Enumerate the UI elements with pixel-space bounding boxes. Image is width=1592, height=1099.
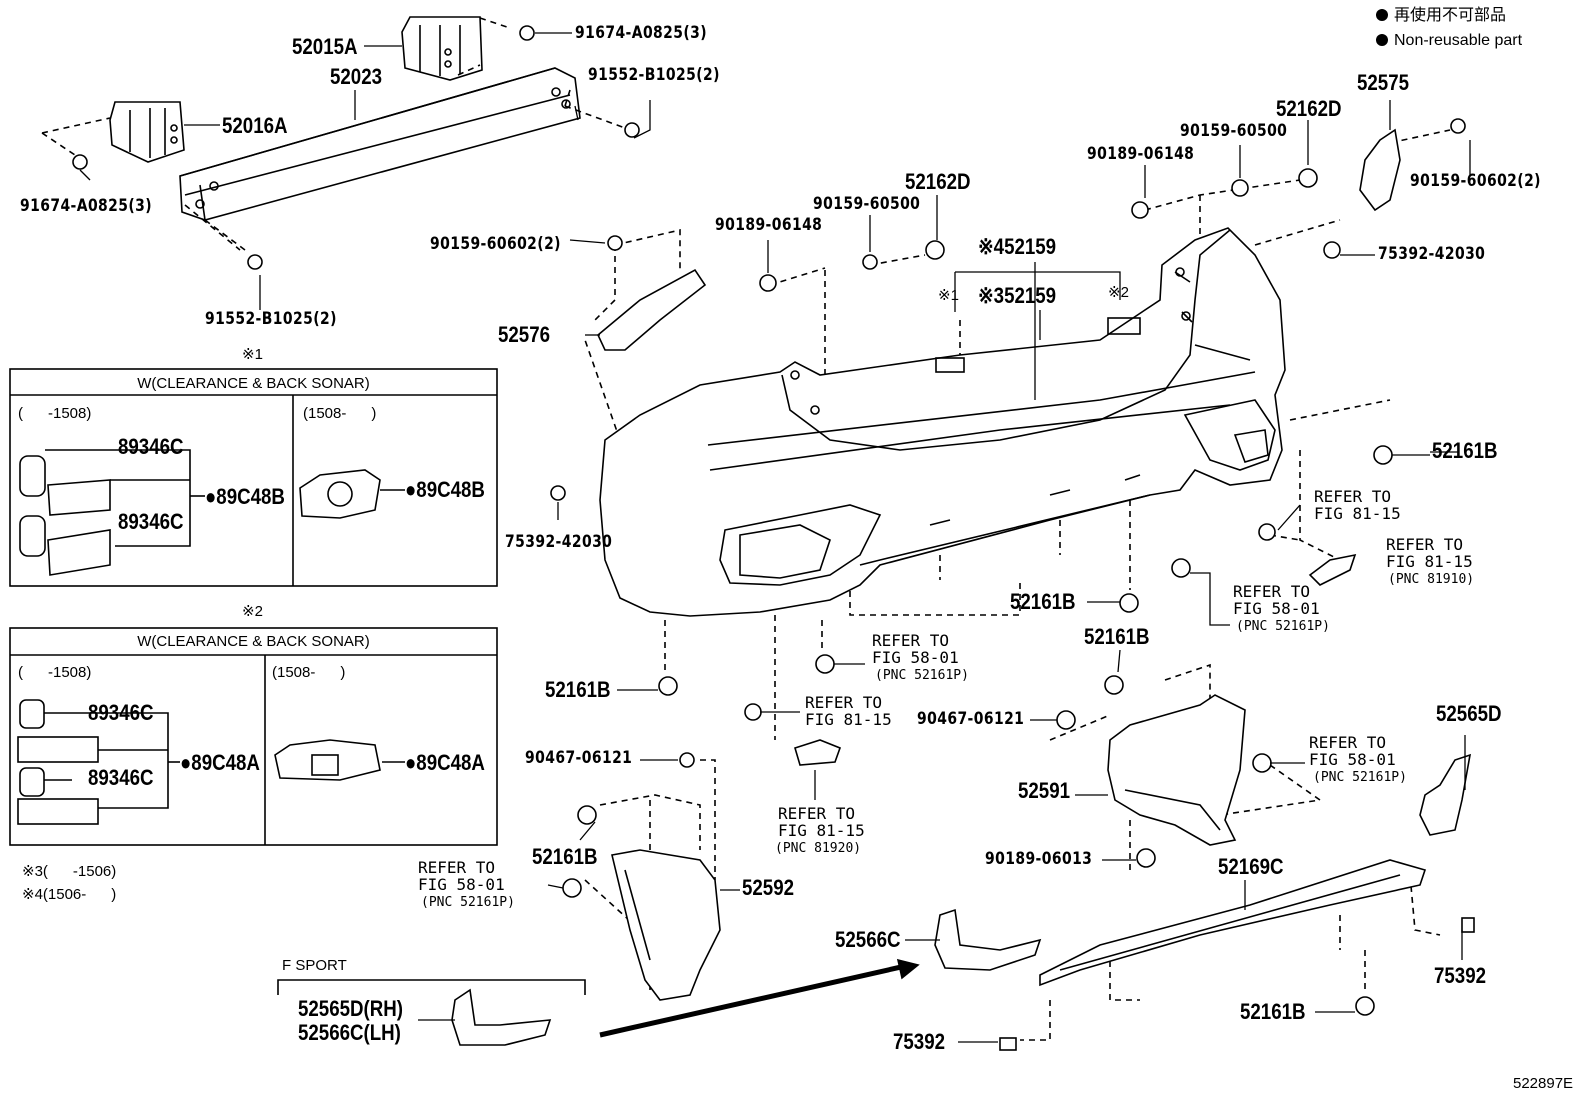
part-label[interactable]: 90467-06121 — [525, 748, 633, 768]
part-label[interactable]: 52161B — [545, 677, 611, 702]
bullet-icon — [1376, 9, 1388, 21]
fsport-title: F SPORT — [282, 957, 347, 974]
part-label[interactable]: 52591 — [1018, 778, 1071, 803]
part-label[interactable]: 52023 — [330, 64, 383, 89]
diagram-id: 522897E — [1513, 1075, 1574, 1092]
bumper-cover-drawing — [599, 227, 1286, 617]
part-label[interactable]: 52161B — [1432, 438, 1498, 463]
legend-jp: 再使用不可部品 — [1376, 8, 1506, 24]
part-label[interactable]: 52566C(LH) — [298, 1020, 401, 1045]
part-label[interactable]: 52592 — [742, 875, 795, 900]
part-label[interactable]: 52575 — [1357, 70, 1410, 95]
lower-cover-drawing — [1039, 859, 1427, 987]
refer-to-label[interactable]: REFER TO FIG 58-01 — [1233, 582, 1320, 618]
part-label[interactable]: 52161B — [1240, 999, 1306, 1024]
box2-right-range: (1508- ) — [272, 664, 346, 681]
part-label[interactable]: 90189-06148 — [1087, 144, 1195, 164]
pnc-label: (PNC 81910) — [1388, 572, 1475, 587]
pnc-label: (PNC 81920) — [775, 841, 862, 856]
part-label[interactable]: 52565D — [1436, 701, 1502, 726]
part-label[interactable]: 75392-42030 — [1378, 244, 1486, 264]
legend-jp-text: 再使用不可部品 — [1394, 7, 1507, 24]
retainers-drawing — [597, 128, 1401, 351]
bracket-52016A-drawing — [109, 101, 185, 163]
box1-right-range: (1508- ) — [303, 405, 377, 422]
refer-to-label[interactable]: REFER TO FIG 58-01 — [872, 631, 959, 667]
box1-left-range: ( -1508) — [18, 405, 92, 422]
part-label[interactable]: 90159-60602(2) — [430, 234, 561, 254]
part-label[interactable]: ※452159 — [978, 234, 1057, 259]
legend-en-text: Non-reusable part — [1394, 32, 1523, 49]
note-3: ※3( -1506) — [22, 863, 117, 880]
part-label[interactable]: 52016A — [222, 113, 288, 138]
part-label[interactable]: 89346C — [118, 509, 184, 534]
leader-lines — [79, 32, 1471, 1043]
part-label[interactable]: 91674-A0825(3) — [20, 196, 153, 216]
part-label[interactable]: ●89C48B — [205, 484, 285, 509]
part-label[interactable]: ●89C48A — [405, 750, 485, 775]
refer-to-label[interactable]: REFER TO FIG 58-01 — [1309, 733, 1396, 769]
part-label[interactable]: 75392 — [1434, 963, 1487, 988]
part-label[interactable]: ●89C48A — [180, 750, 260, 775]
part-label[interactable]: 91552-B1025(2) — [205, 309, 337, 329]
part-label[interactable]: 89346C — [88, 765, 154, 790]
part-label[interactable]: 89346C — [88, 700, 154, 725]
pnc-label: (PNC 52161P) — [421, 895, 515, 910]
box1-header: W(CLEARANCE & BACK SONAR) — [137, 375, 370, 392]
part-label[interactable]: 52161B — [1084, 624, 1150, 649]
legend-en: Non-reusable part — [1376, 33, 1522, 49]
note-4: ※4(1506- ) — [22, 886, 117, 903]
refer-to-label[interactable]: REFER TO FIG 58-01 — [418, 858, 505, 894]
box2-mark: ※2 — [242, 603, 263, 620]
part-label[interactable]: 91674-A0825(3) — [575, 23, 708, 43]
bullet-icon — [1376, 34, 1388, 46]
part-label[interactable]: 90159-60500 — [813, 194, 921, 214]
part-label[interactable]: ●89C48B — [405, 477, 485, 502]
part-label[interactable]: 52566C — [835, 927, 901, 952]
part-label[interactable]: 52576 — [498, 322, 551, 347]
reinforcement-52023-drawing — [179, 67, 581, 221]
pnc-label: (PNC 52161P) — [875, 668, 969, 683]
part-label[interactable]: 52565D(RH) — [298, 996, 403, 1021]
part-label[interactable]: 91552-B1025(2) — [588, 65, 720, 85]
mud-guards-drawing — [611, 694, 1246, 1001]
pnc-label: (PNC 52161P) — [1313, 770, 1407, 785]
reflectors-drawing — [794, 553, 1357, 766]
part-label[interactable]: 75392 — [893, 1029, 946, 1054]
part-label[interactable]: 52161B — [1010, 589, 1076, 614]
part-label[interactable]: 75392-42030 — [505, 532, 613, 552]
box2-header: W(CLEARANCE & BACK SONAR) — [137, 633, 370, 650]
garnish-drawing — [277, 753, 1472, 1046]
part-label[interactable]: 52169C — [1218, 854, 1284, 879]
bracket-52015A-drawing — [401, 16, 483, 81]
mark-1: ※1 — [938, 287, 959, 304]
fasteners-drawing — [72, 25, 1475, 1051]
refer-to-label[interactable]: REFER TO FIG 81-15 — [805, 693, 892, 729]
dashed-guides — [41, 17, 1451, 1041]
part-label[interactable]: ※352159 — [978, 283, 1057, 308]
part-label[interactable]: 52161B — [532, 844, 598, 869]
part-label[interactable]: 90159-60500 — [1180, 121, 1288, 141]
pnc-label: (PNC 52161P) — [1236, 619, 1330, 634]
box1-frame — [9, 368, 498, 587]
part-label[interactable]: 90467-06121 — [917, 709, 1025, 729]
box2-frame — [9, 627, 498, 846]
refer-to-label[interactable]: REFER TO FIG 81-15 — [1314, 487, 1401, 523]
refer-to-label[interactable]: REFER TO FIG 81-15 — [1386, 535, 1473, 571]
box1-mark: ※1 — [242, 346, 263, 363]
part-label[interactable]: 52162D — [1276, 96, 1342, 121]
part-label[interactable]: 90189-06148 — [715, 215, 823, 235]
mark-2: ※2 — [1108, 284, 1129, 301]
box2-left-range: ( -1508) — [18, 664, 92, 681]
part-label[interactable]: 90159-60602(2) — [1410, 171, 1541, 191]
part-label[interactable]: 52015A — [292, 34, 358, 59]
part-label[interactable]: 52162D — [905, 169, 971, 194]
refer-to-label[interactable]: REFER TO FIG 81-15 — [778, 804, 865, 840]
part-label[interactable]: 90189-06013 — [985, 849, 1093, 869]
part-label[interactable]: 89346C — [118, 434, 184, 459]
